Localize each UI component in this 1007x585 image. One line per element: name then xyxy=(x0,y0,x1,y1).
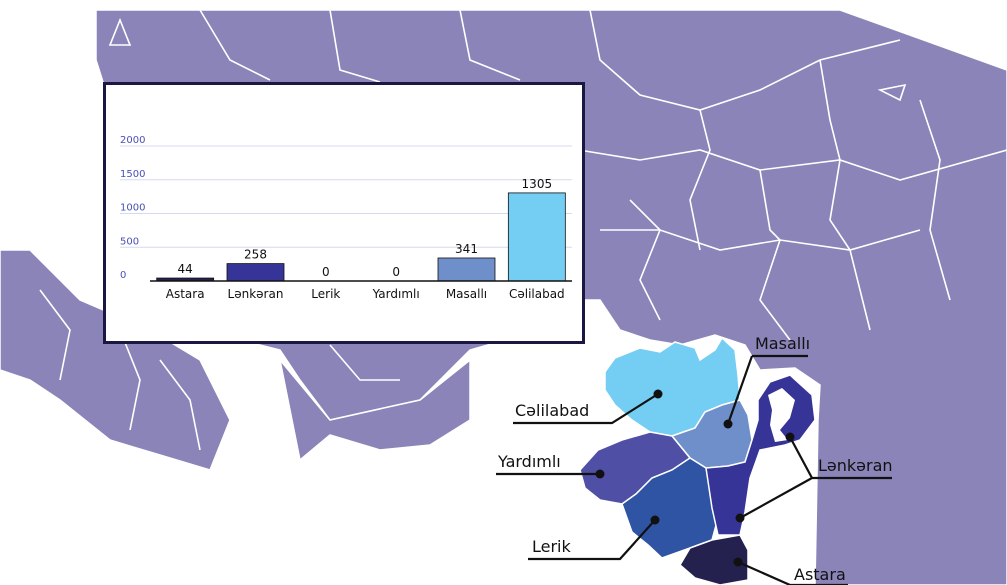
leader-lenkeran xyxy=(739,436,892,519)
land-peninsula xyxy=(279,358,471,462)
bar-chart: 0 500 1000 1500 2000 44 258 0 0 341 1305 Astara Lə… xyxy=(120,135,572,301)
category-label-1: Lənkəran xyxy=(228,287,284,301)
x-axis-categories: Astara Lənkəran Lerik Yardımlı Masallı Cəlila… xyxy=(166,287,565,301)
category-label-4: Masallı xyxy=(446,287,487,301)
bar-lənkəran xyxy=(226,263,285,282)
region-labels: Cəlilabad Yardımlı Lerik Masallı Lənkəra… xyxy=(497,334,893,584)
bar-value-labels: 44 258 0 0 341 1305 xyxy=(178,177,553,279)
label-yardimli: Yardımlı xyxy=(497,452,561,471)
land-west xyxy=(0,249,231,471)
district-astara xyxy=(679,534,749,585)
chart-panel: 0 500 1000 1500 2000 44 258 0 0 341 1305 Astara Lə… xyxy=(103,82,585,344)
ytick-label-1500: 1500 xyxy=(120,169,145,180)
chart-gridlines xyxy=(120,145,572,248)
leader-celilabad xyxy=(513,393,659,425)
highlighted-districts xyxy=(579,336,816,585)
y-axis-ticks: 0 500 1000 1500 2000 xyxy=(120,135,145,281)
category-label-5: Cəlilabad xyxy=(509,287,565,301)
leader-dot-yardimli xyxy=(595,469,605,479)
bar-cəlilabad xyxy=(507,192,566,282)
leader-dot-celilabad xyxy=(653,389,663,399)
label-lenkeran: Lənkəran xyxy=(818,456,893,475)
leader-lerik xyxy=(528,519,656,561)
district-borders xyxy=(39,9,1007,451)
value-label-2: 0 xyxy=(322,265,330,279)
value-label-0: 44 xyxy=(178,262,193,276)
label-celilabad: Cəlilabad xyxy=(515,401,589,420)
value-label-1: 258 xyxy=(244,248,267,262)
leader-dot-lenkeran-2 xyxy=(735,513,745,523)
chart-bars xyxy=(156,192,566,282)
category-label-0: Astara xyxy=(166,287,205,301)
leader-masalli xyxy=(726,354,808,425)
label-astara: Astara xyxy=(794,565,846,584)
value-label-3: 0 xyxy=(392,265,400,279)
leader-dot-lerik xyxy=(650,515,660,525)
leader-dot-lenkeran-1 xyxy=(785,432,795,442)
value-label-5: 1305 xyxy=(522,177,553,191)
ytick-label-1000: 1000 xyxy=(120,203,145,214)
leader-dot-masalli xyxy=(723,419,733,429)
category-label-3: Yardımlı xyxy=(372,287,420,301)
category-label-2: Lerik xyxy=(311,287,340,301)
bar-masallı xyxy=(437,257,496,282)
value-label-4: 341 xyxy=(455,242,478,256)
ytick-label-2000: 2000 xyxy=(120,135,145,146)
leader-astara xyxy=(737,560,848,585)
ytick-label-500: 500 xyxy=(120,236,139,247)
leader-dot-astara xyxy=(733,557,743,567)
ytick-label-0: 0 xyxy=(120,270,126,281)
district-celilabad xyxy=(604,336,741,437)
lenkeran-bay xyxy=(768,388,795,442)
label-lerik: Lerik xyxy=(532,537,572,556)
label-masalli: Masallı xyxy=(755,334,810,353)
leader-lines xyxy=(496,354,892,585)
